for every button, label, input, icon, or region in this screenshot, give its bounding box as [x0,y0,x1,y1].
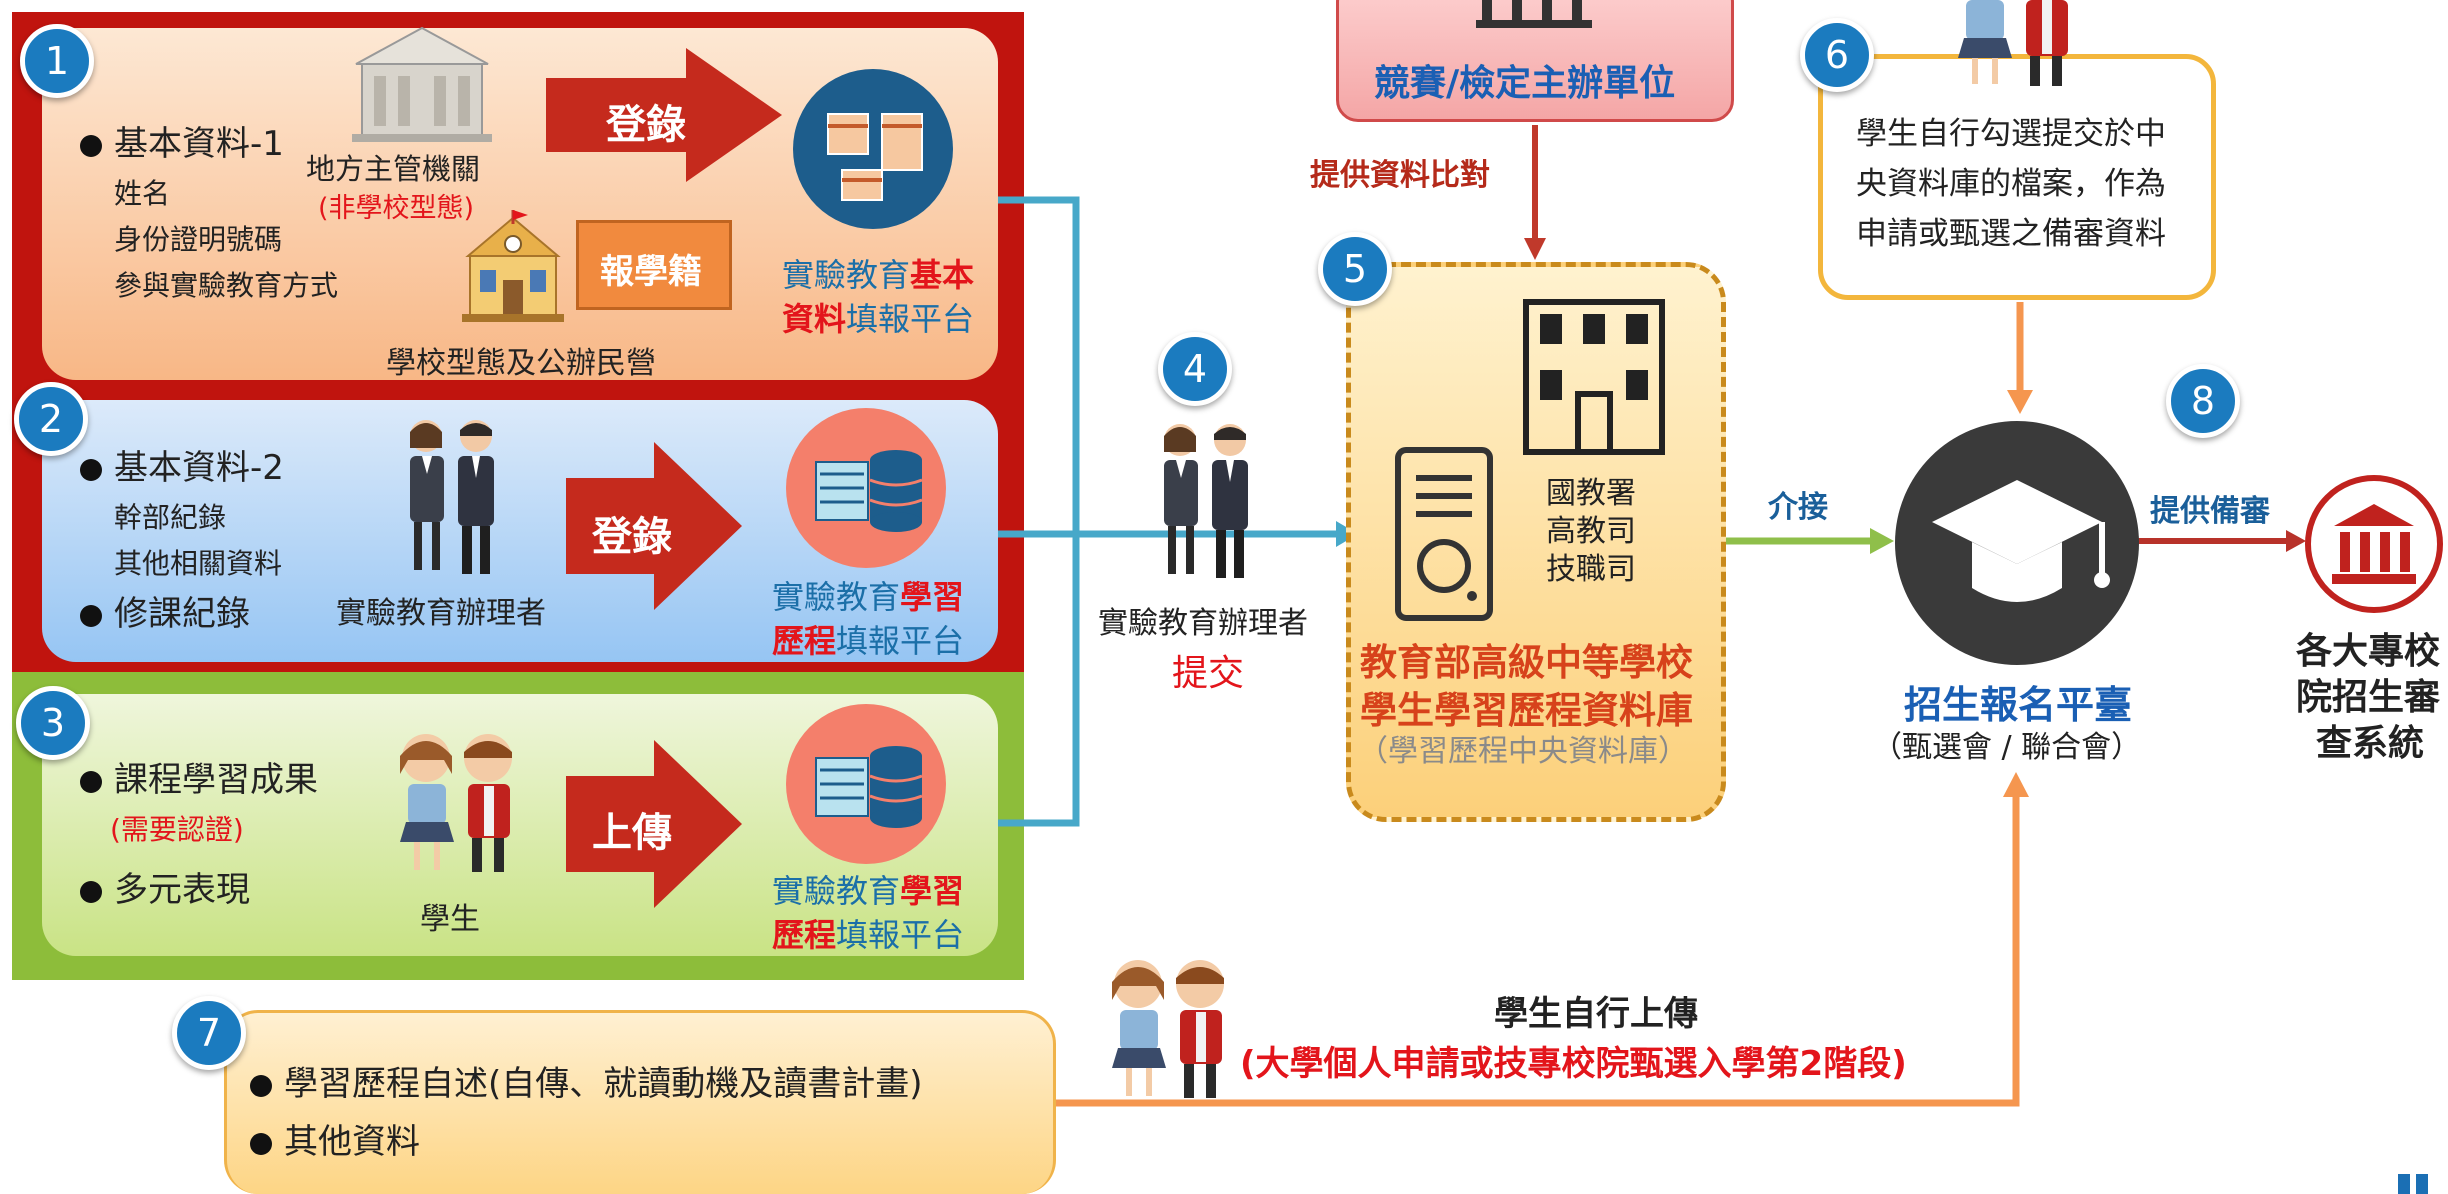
platform-subtitle: （甄選會 / 聯合會） [1872,730,2142,765]
step2-number-badge: 2 [14,382,88,456]
db-title-line1: 教育部高級中等學校 [1360,641,1693,684]
login-arrow-2 [566,442,742,610]
corner-mark [2398,1174,2410,1194]
school-icon [462,210,564,322]
step4-label: 實驗教育辦理者 [1098,606,1308,641]
platform3-line2: 歷程填報平台 [772,916,965,954]
step2-action: 登錄 [592,514,672,560]
step6-line3: 申請或甄選之備審資料 [1856,216,2166,252]
report-enrollment-box [576,220,732,310]
adults-icon [410,420,494,574]
step1-action: 登錄 [606,102,686,148]
government-building-icon [352,26,492,142]
graduation-cap-icon [1895,421,2139,665]
step2-title: 基本資料-2 [80,440,284,489]
corner-mark-2 [2416,1174,2428,1194]
step3-title2: 多元表現 [80,862,250,911]
step2-item-cadre: 幹部紀錄 [114,501,227,534]
step4-number-badge: 4 [1158,332,1232,406]
database-tables-icon [793,69,953,229]
target-line1: 各大專校 [2296,631,2441,672]
login-arrow-1 [546,48,782,182]
contest-organizer-label: 競賽/檢定主辦單位 [1374,63,1676,104]
step3-action: 上傳 [592,810,672,856]
step6-line2: 央資料庫的檔案，作為 [1856,166,2166,202]
step6-number-badge: 6 [1800,18,1874,92]
step7-panel [224,1010,1056,1194]
db-title-line2: 學生學習歷程資料庫 [1360,689,1693,732]
step1-item-id: 身份證明號碼 [114,223,283,256]
target-line2: 院招生審 [2296,677,2441,718]
step3-person-label: 學生 [420,902,480,937]
platform3-line1: 實驗教育學習 [772,872,965,910]
step6-line1: 學生自行勾選提交於中 [1856,116,2166,152]
step2-person-label: 實驗教育辦理者 [336,596,546,631]
report-enrollment-label: 報學籍 [600,252,702,292]
server-icon [1395,447,1493,621]
step3-title: 課程學習成果 [80,752,318,801]
step3-number-badge: 3 [16,686,90,760]
submitter-adults-icon [1164,424,1248,578]
step7-number-badge: 7 [172,996,246,1070]
step3-note: (需要認證) [110,813,244,846]
students-selection-icon [1958,0,2068,86]
provide-review-label: 提供備審 [2150,494,2270,529]
step7-item-other: 其他資料 [250,1114,420,1163]
step1-number-badge: 1 [20,24,94,98]
agency-k12: 國教署 [1546,476,1636,511]
office-building-icon [1523,299,1665,455]
platform-title: 招生報名平臺 [1904,683,2133,727]
platform2-line2: 歷程填報平台 [772,622,965,660]
authority-note: (非學校型態) [318,193,475,224]
upload-note: (大學個人申請或技專校院甄選入學第2階段) [1240,1044,1907,1084]
agency-higher-ed: 高教司 [1546,514,1636,549]
platform1-line2: 資料填報平台 [782,300,975,338]
step8-number-badge: 8 [2166,364,2240,438]
step7-item-autobiography: 學習歷程自述(自傳、就讀動機及讀書計畫) [250,1056,923,1105]
students-icon [400,734,512,872]
upload-arrow-3 [566,740,742,908]
upload-title: 學生自行上傳 [1494,994,1698,1034]
connect-label: 介接 [1768,490,1828,525]
target-line3: 查系統 [2316,723,2425,764]
authority-label: 地方主管機關 [306,152,481,186]
university-building-icon [2305,475,2443,613]
db-subtitle: （學習歷程中央資料庫） [1358,734,1688,769]
compare-label: 提供資料比對 [1310,158,1490,193]
step2-item-other: 其他相關資料 [114,547,283,580]
learning-database-icon-2 [786,408,946,568]
contest-building-icon [1476,0,1592,28]
school-label: 學校型態及公辦民營 [386,346,656,381]
step1-title: 基本資料-1 [80,116,284,165]
step1-item-method: 參與實驗教育方式 [114,269,339,302]
step4-action: 提交 [1172,653,1245,694]
platform1-line1: 實驗教育基本 [782,256,975,294]
platform2-line1: 實驗教育學習 [772,578,965,616]
step2-title2: 修課紀錄 [80,586,250,635]
step6-box [1818,54,2216,300]
step1-item-name: 姓名 [114,177,171,210]
learning-database-icon-3 [786,704,946,864]
step5-number-badge: 5 [1318,232,1392,306]
agency-vocational: 技職司 [1546,552,1636,587]
students-upload-icon [1112,960,1224,1098]
